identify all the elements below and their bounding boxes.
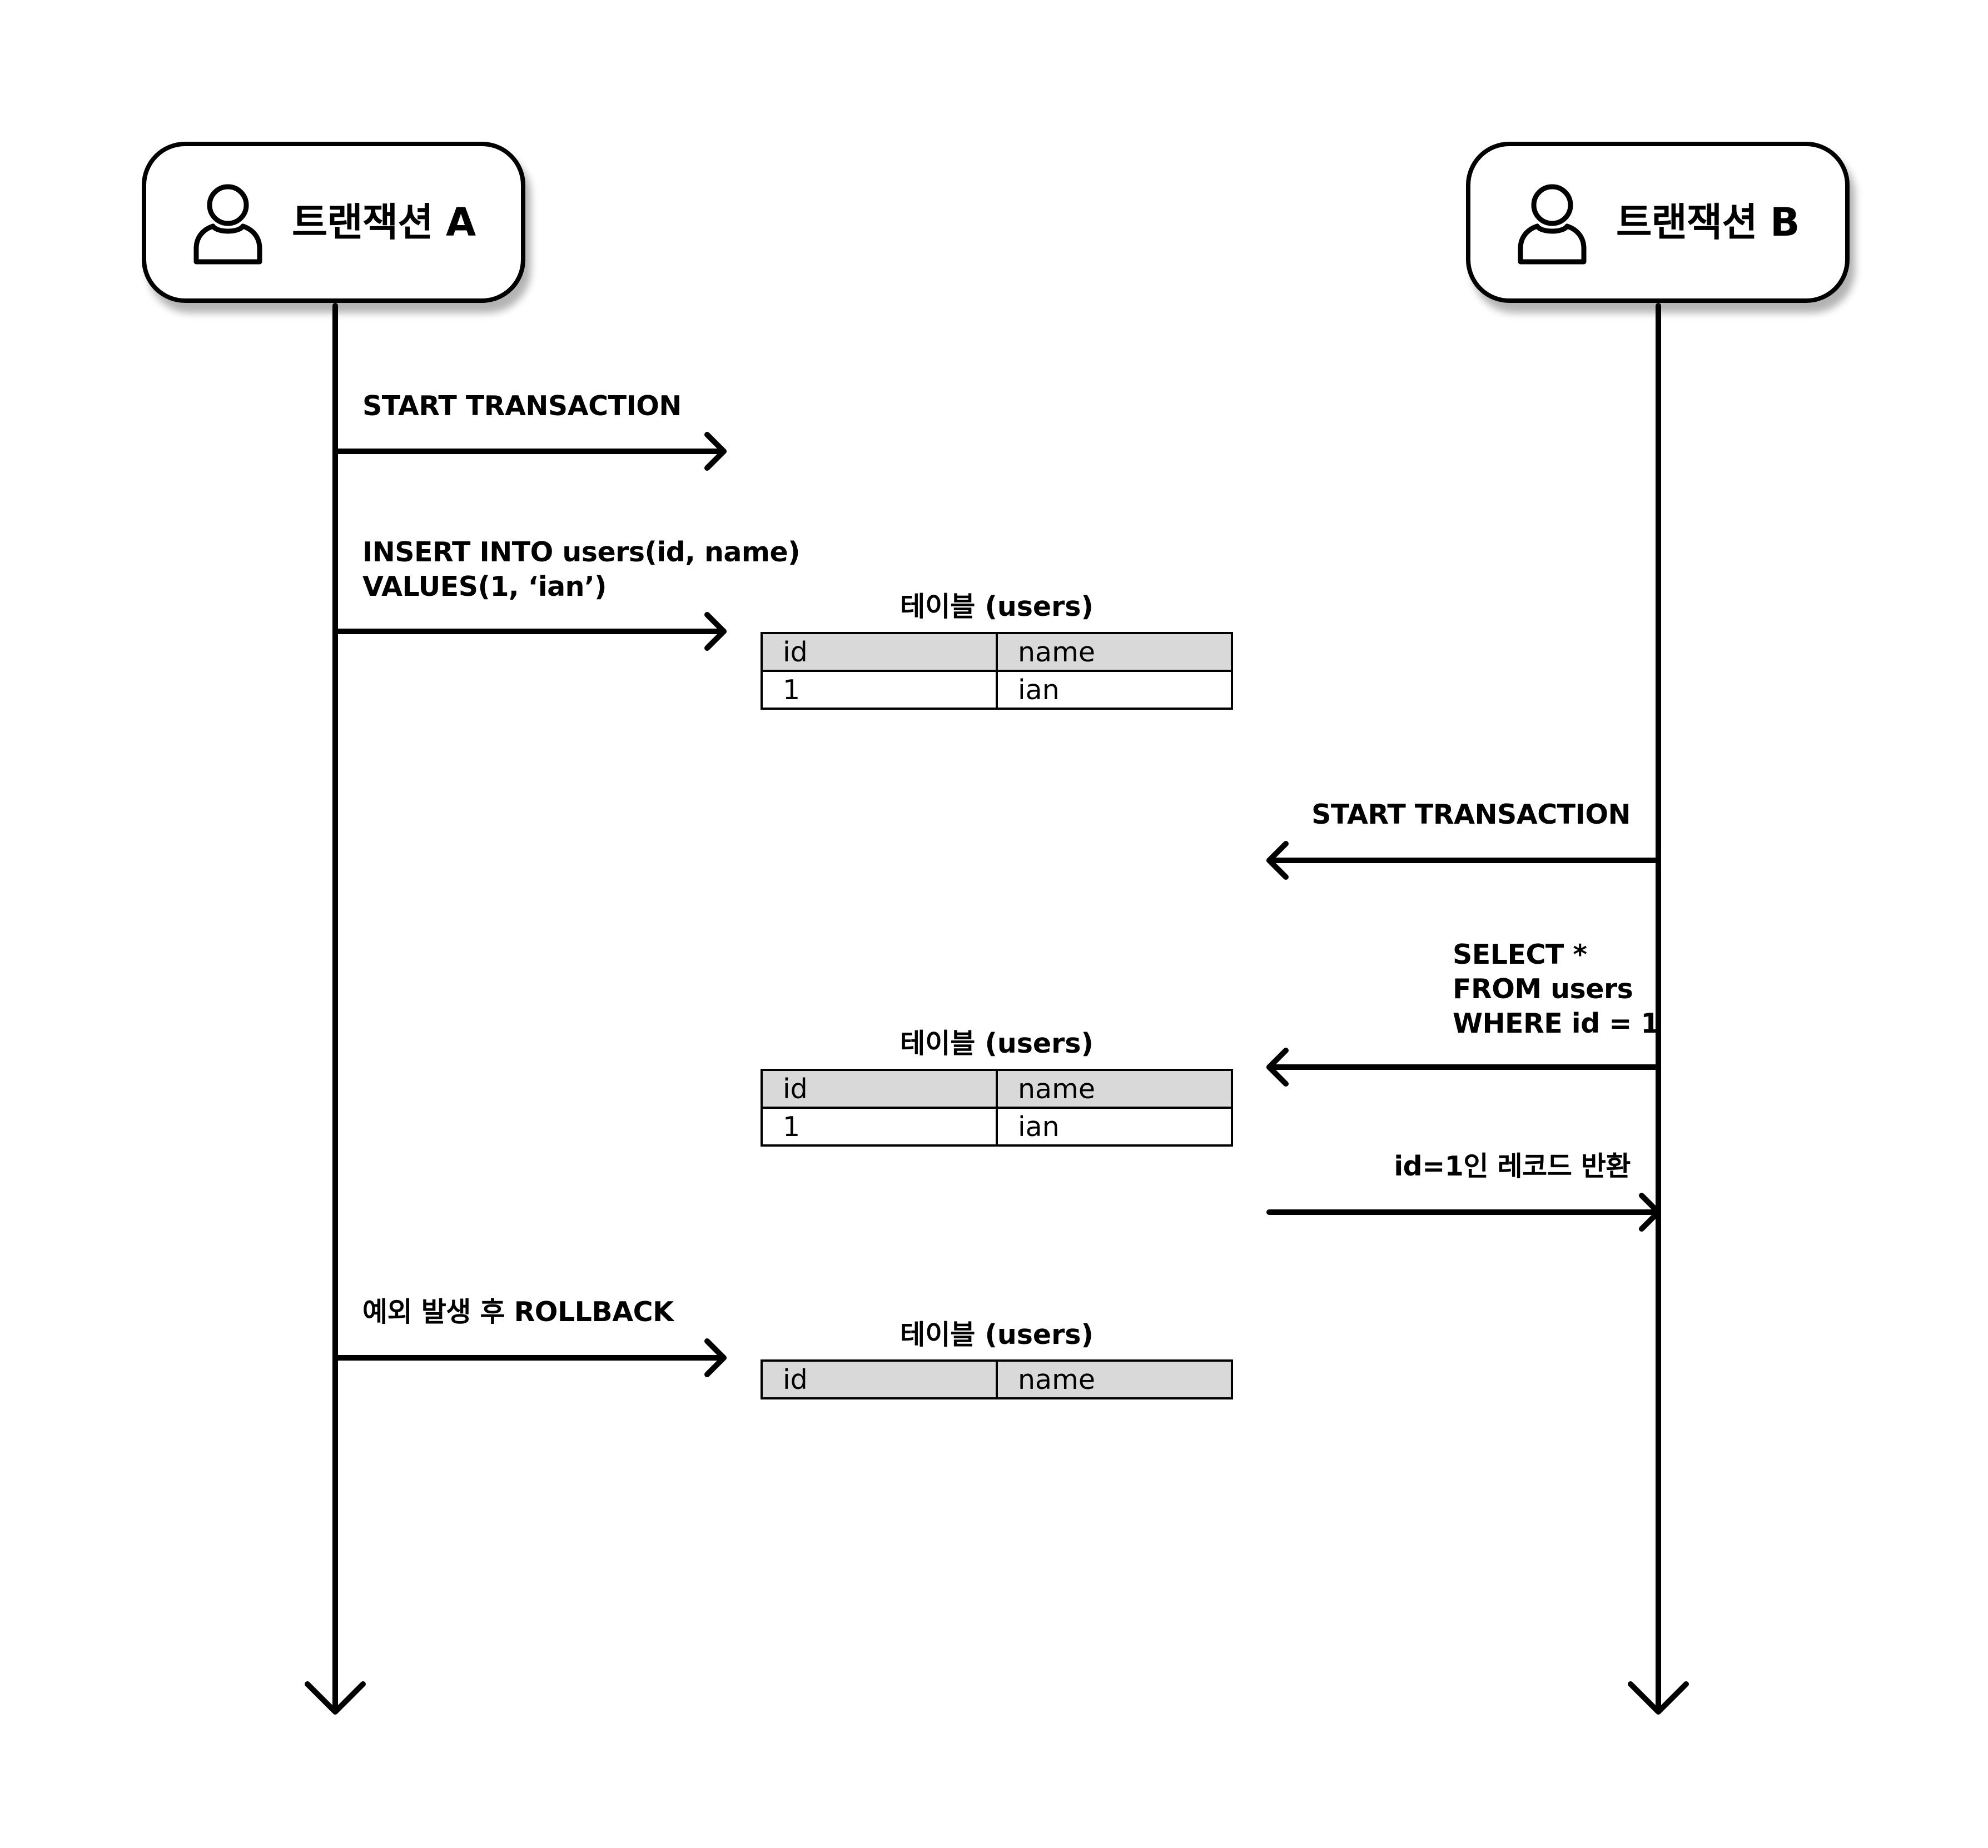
lifeline-a-arrowhead bbox=[305, 1681, 366, 1715]
table-header-row: id name bbox=[761, 1359, 1233, 1399]
users-table-1: id name 1 ian bbox=[761, 632, 1233, 710]
table-row: 1 ian bbox=[761, 670, 1233, 710]
table-caption-2: 테이블 (users) bbox=[900, 1028, 1094, 1059]
message-b-select-line2: FROM users bbox=[1453, 973, 1633, 1005]
message-b-select-line1: SELECT * bbox=[1453, 939, 1587, 970]
column-header-name: name bbox=[996, 632, 1233, 672]
actor-b-title: 트랜잭션 B bbox=[1616, 200, 1800, 245]
message-a-start-transaction: START TRANSACTION bbox=[362, 390, 682, 422]
message-a-rollback: 예외 발생 후 ROLLBACK bbox=[362, 1296, 674, 1328]
message-b-start-transaction: START TRANSACTION bbox=[1311, 799, 1631, 830]
cell-id: 1 bbox=[761, 670, 998, 710]
arrow-a-insert-head bbox=[704, 612, 727, 651]
message-b-select: SELECT * FROM users WHERE id = 1 bbox=[1453, 938, 1659, 1041]
user-icon bbox=[1518, 184, 1587, 265]
table-row: 1 ian bbox=[761, 1107, 1233, 1147]
arrow-b-return-head bbox=[1639, 1193, 1661, 1232]
message-a-insert: INSERT INTO users(id, name) VALUES(1, ‘i… bbox=[362, 535, 801, 604]
table-header-row: id name bbox=[761, 1069, 1233, 1109]
users-table-2: id name 1 ian bbox=[761, 1069, 1233, 1147]
arrow-b-start-head bbox=[1266, 841, 1289, 880]
arrow-a-start-head bbox=[704, 432, 727, 471]
actor-a-title: 트랜잭션 A bbox=[292, 200, 476, 245]
column-header-name: name bbox=[996, 1359, 1233, 1399]
actor-transaction-a: 트랜잭션 A bbox=[142, 142, 525, 303]
message-b-select-line3: WHERE id = 1 bbox=[1453, 1008, 1659, 1039]
message-b-return-record: id=1인 레코드 반환 bbox=[1394, 1150, 1631, 1182]
table-header-row: id name bbox=[761, 632, 1233, 672]
arrow-a-rollback-head bbox=[704, 1338, 727, 1377]
column-header-name: name bbox=[996, 1069, 1233, 1109]
actor-transaction-b: 트랜잭션 B bbox=[1466, 142, 1850, 303]
cell-name: ian bbox=[996, 1107, 1233, 1147]
message-a-insert-line1: INSERT INTO users(id, name) bbox=[362, 536, 801, 568]
user-icon bbox=[193, 184, 262, 265]
cell-id: 1 bbox=[761, 1107, 998, 1147]
column-header-id: id bbox=[761, 1359, 998, 1399]
table-caption-3: 테이블 (users) bbox=[900, 1319, 1094, 1351]
arrow-b-select-head bbox=[1266, 1048, 1289, 1087]
column-header-id: id bbox=[761, 1069, 998, 1109]
column-header-id: id bbox=[761, 632, 998, 672]
cell-name: ian bbox=[996, 670, 1233, 710]
message-a-insert-line2: VALUES(1, ‘ian’) bbox=[362, 571, 607, 602]
table-caption-1: 테이블 (users) bbox=[900, 591, 1094, 622]
lifeline-b-arrowhead bbox=[1628, 1681, 1689, 1715]
users-table-3: id name bbox=[761, 1359, 1233, 1399]
